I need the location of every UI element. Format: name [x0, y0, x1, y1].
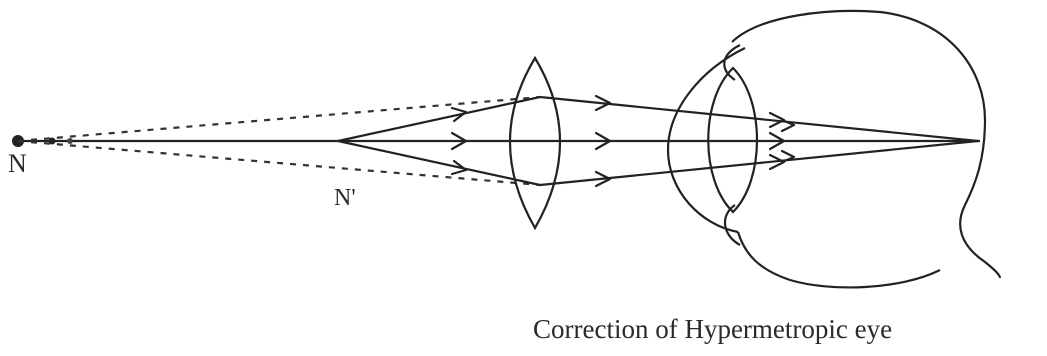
near-point-dot-small [48, 137, 56, 145]
arrow-lower-4 [780, 149, 796, 164]
arrow-upper-1 [450, 106, 468, 123]
refracted-ray-lower [539, 139, 979, 187]
near-point-dot-small-2 [67, 138, 73, 144]
diagram-caption: Correction of Hypermetropic eye [533, 314, 892, 344]
label-near-point: N [8, 149, 27, 178]
virtual-ray-upper [17, 95, 541, 143]
arrow-upper-4 [780, 118, 796, 133]
arrow-lower-2 [594, 170, 612, 188]
real-ray-lower [337, 139, 541, 187]
eye-cornea [666, 47, 746, 234]
arrow-lower-1 [450, 159, 468, 176]
convex-lens [508, 55, 562, 231]
eye-crystalline-lens [707, 66, 759, 214]
arrow-axis-1 [450, 131, 468, 151]
virtual-ray-lower [17, 139, 541, 187]
arrow-axis-3 [768, 131, 786, 151]
arrow-axis-2 [594, 131, 612, 151]
real-ray-upper [337, 95, 541, 143]
arrow-upper-2 [594, 94, 612, 112]
label-image-point: N' [334, 185, 356, 211]
eye-inner-curve [723, 44, 741, 246]
refracted-ray-upper [539, 95, 979, 143]
head-outline [731, 9, 1002, 289]
